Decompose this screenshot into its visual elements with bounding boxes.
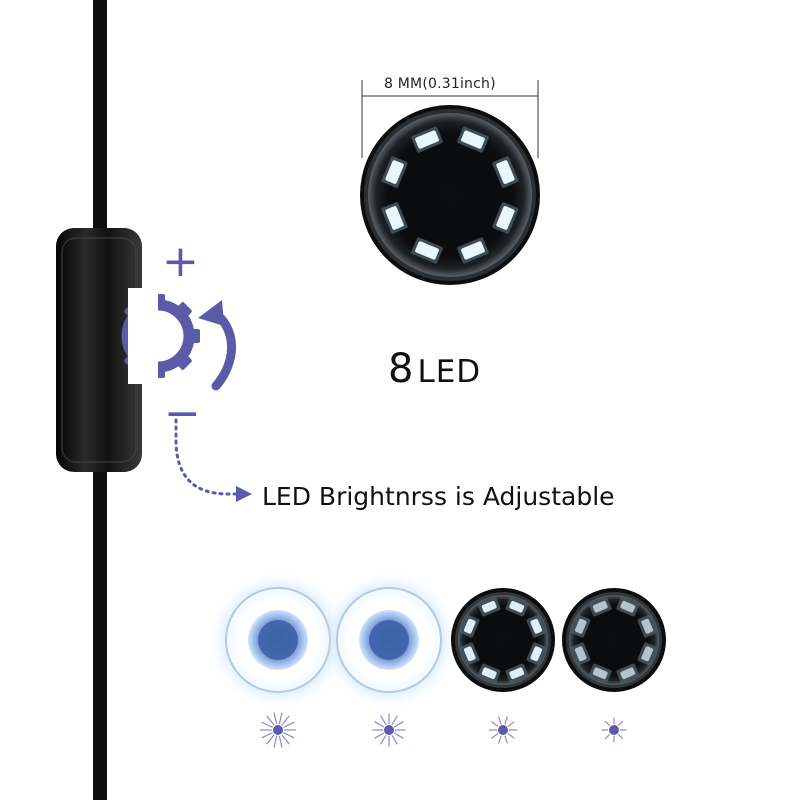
- led: [505, 597, 529, 617]
- led: [477, 597, 501, 617]
- led: [460, 642, 480, 666]
- led: [571, 642, 591, 666]
- sun-icon: [260, 712, 296, 748]
- led: [381, 202, 408, 234]
- led: [571, 614, 591, 638]
- diameter-label: 8 MM(0.31inch): [384, 76, 496, 92]
- led: [616, 597, 640, 617]
- led-count-unit: LED: [417, 354, 482, 390]
- led: [637, 642, 657, 666]
- rotate-arrow-icon: [198, 300, 236, 391]
- led-ring: [571, 597, 657, 683]
- brightness-note: LED Brightnrss is Adjustable: [262, 482, 615, 511]
- led: [588, 597, 612, 617]
- led: [637, 614, 657, 638]
- led: [457, 126, 489, 153]
- gear-icon: [121, 288, 200, 384]
- led: [526, 642, 546, 666]
- brightness-lens: [333, 584, 445, 696]
- dotted-arrow-icon: [174, 418, 252, 502]
- plus-symbol: +: [162, 236, 199, 287]
- led: [526, 614, 546, 638]
- led: [588, 663, 612, 683]
- led-count-number: 8: [388, 346, 414, 392]
- main-lens: [360, 105, 540, 285]
- led: [460, 614, 480, 638]
- dimension-bracket: [361, 80, 539, 158]
- led-ring: [381, 126, 519, 264]
- sun-icon: [372, 713, 406, 747]
- brightness-lens: [562, 588, 666, 692]
- led: [411, 237, 443, 264]
- minus-symbol: −: [164, 388, 201, 439]
- brightness-lens: [451, 588, 555, 692]
- brightness-lens: [222, 584, 334, 696]
- sun-icon: [601, 717, 627, 743]
- led: [381, 156, 408, 188]
- led: [492, 156, 519, 188]
- led: [505, 663, 529, 683]
- led: [477, 663, 501, 683]
- led: [492, 202, 519, 234]
- led: [616, 663, 640, 683]
- led: [457, 237, 489, 264]
- led: [411, 126, 443, 153]
- brightness-levels: [222, 584, 666, 748]
- sun-icon: [488, 716, 518, 744]
- led-ring: [460, 597, 546, 683]
